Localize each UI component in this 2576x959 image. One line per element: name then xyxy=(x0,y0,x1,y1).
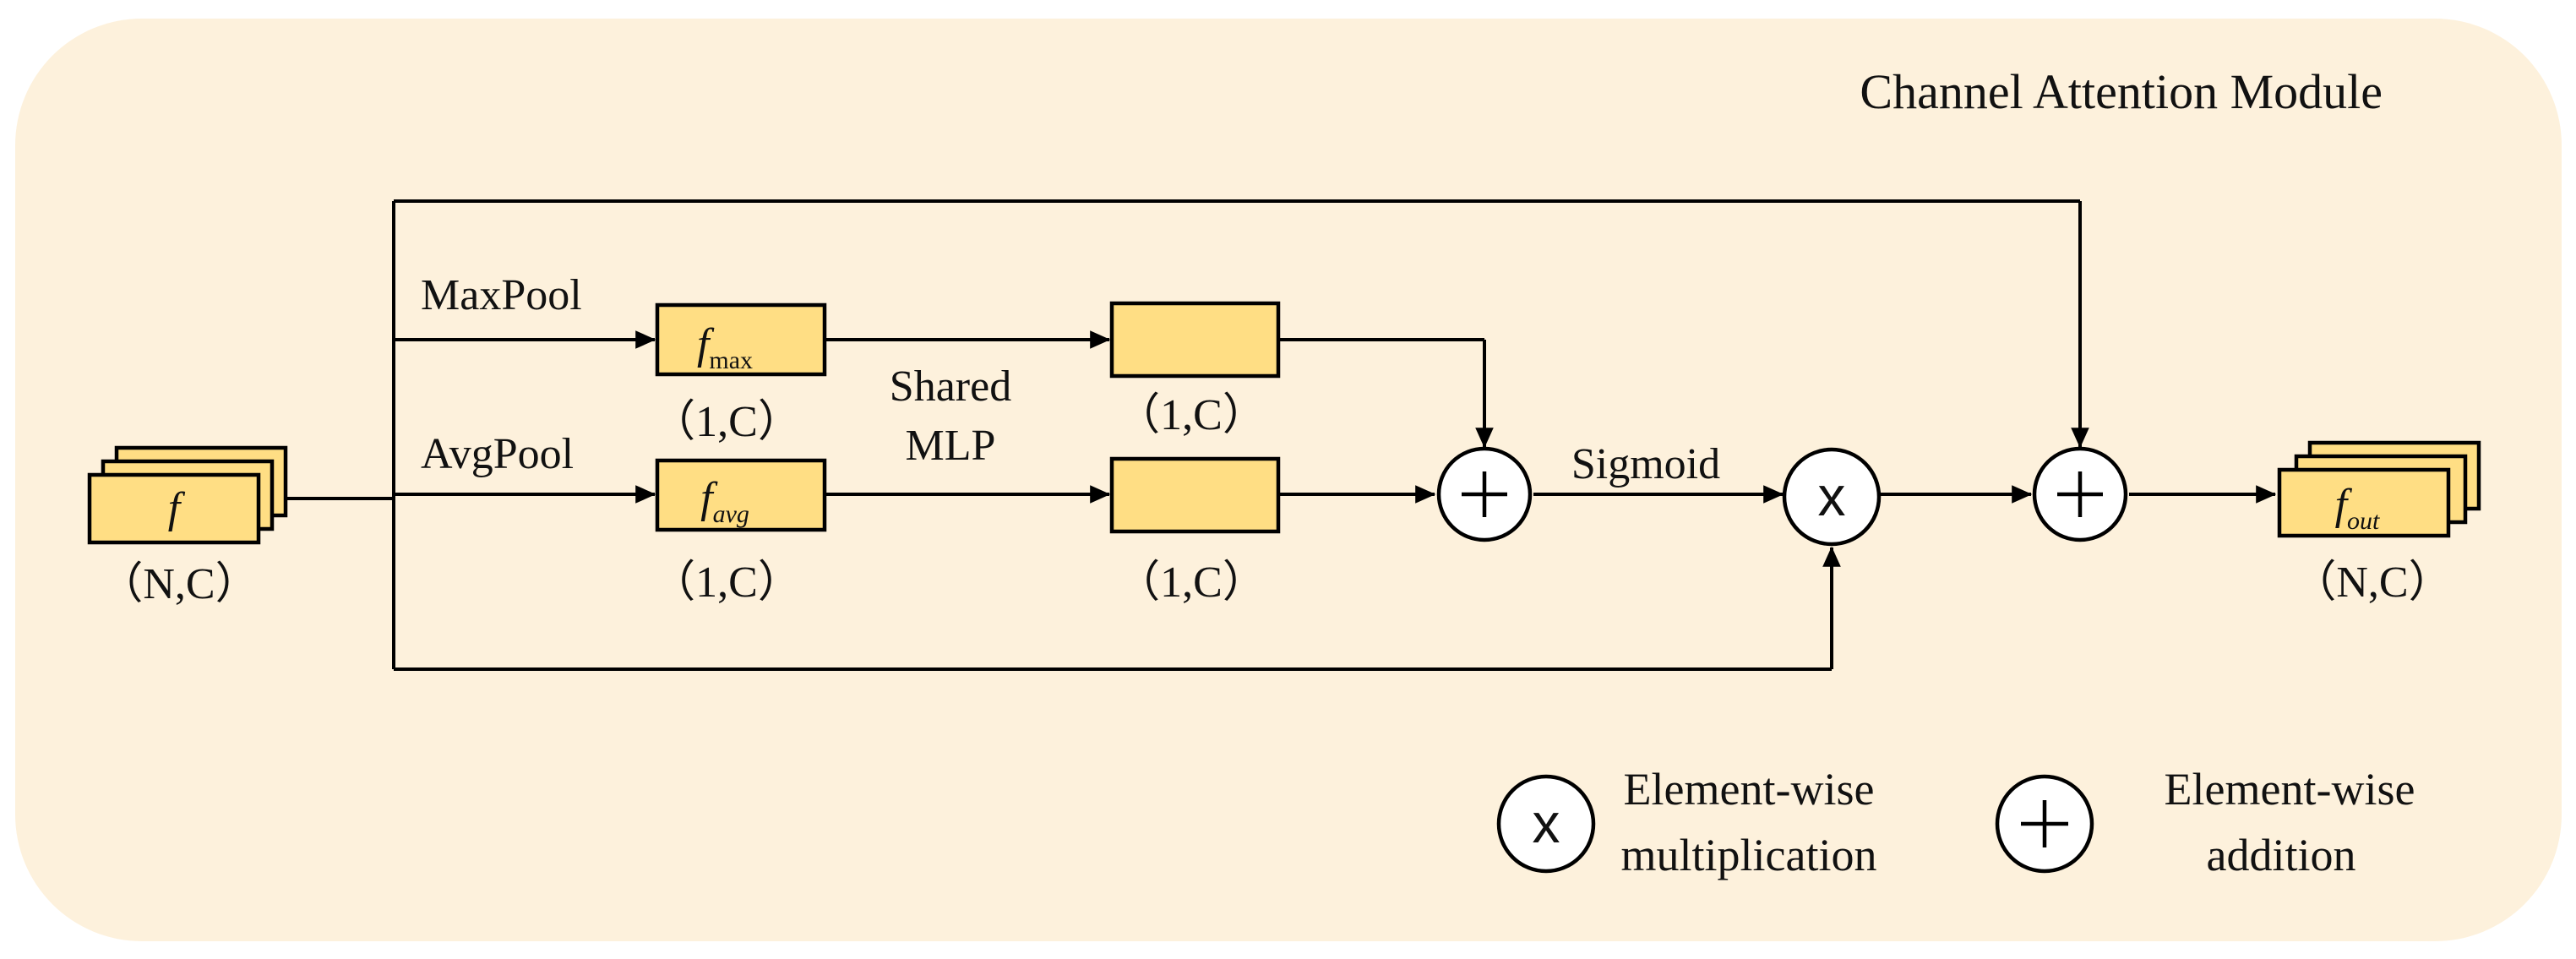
fmax-box: fmax xyxy=(655,302,827,377)
shared-mlp-label-line1: Shared xyxy=(890,362,1011,411)
multiply-symbol: x xyxy=(1818,465,1846,527)
output-subscript: out xyxy=(2347,507,2380,535)
module-background xyxy=(15,19,2562,941)
output-shape-label: （N,C） xyxy=(2292,559,2452,607)
final-add-operator xyxy=(2032,446,2128,542)
multiply-operator: x xyxy=(1782,447,1882,547)
avgpool-label: AvgPool xyxy=(421,430,574,478)
shared-mlp-label-line2: MLP xyxy=(906,422,996,470)
input-shape-label: （N,C） xyxy=(99,560,259,608)
fmax-shape-label: （1,C） xyxy=(651,398,802,446)
mlp-max-output-box xyxy=(1109,301,1281,379)
legend-add-icon xyxy=(1995,774,2094,874)
favg-subscript: avg xyxy=(713,500,749,528)
output-tensor: fout xyxy=(2277,440,2481,538)
favg-shape-label: （1,C） xyxy=(651,559,802,607)
maxpool-label: MaxPool xyxy=(421,271,582,319)
legend-multiply-line1: Element-wise xyxy=(1624,764,1875,815)
legend-add-line1: Element-wise xyxy=(2165,764,2415,815)
mlp-avg-shape-label: （1,C） xyxy=(1116,559,1266,607)
add-operator xyxy=(1436,446,1533,542)
module-title: Channel Attention Module xyxy=(1860,64,2383,119)
legend-multiply-icon: x xyxy=(1496,774,1596,874)
connections xyxy=(253,199,2277,671)
fmax-subscript: max xyxy=(709,346,753,374)
sigmoid-label: Sigmoid xyxy=(1571,440,1720,488)
legend: x Element-wise multiplication Element-wi… xyxy=(1496,764,2415,880)
mlp-max-shape-label: （1,C） xyxy=(1116,391,1266,439)
legend-add-line2: addition xyxy=(2207,830,2356,880)
mlp-avg-output-box xyxy=(1109,456,1281,534)
input-tensor: f xyxy=(87,445,288,545)
legend-multiply-symbol: x xyxy=(1533,792,1560,854)
favg-box: favg xyxy=(655,458,827,532)
legend-multiply-line2: multiplication xyxy=(1621,830,1877,880)
